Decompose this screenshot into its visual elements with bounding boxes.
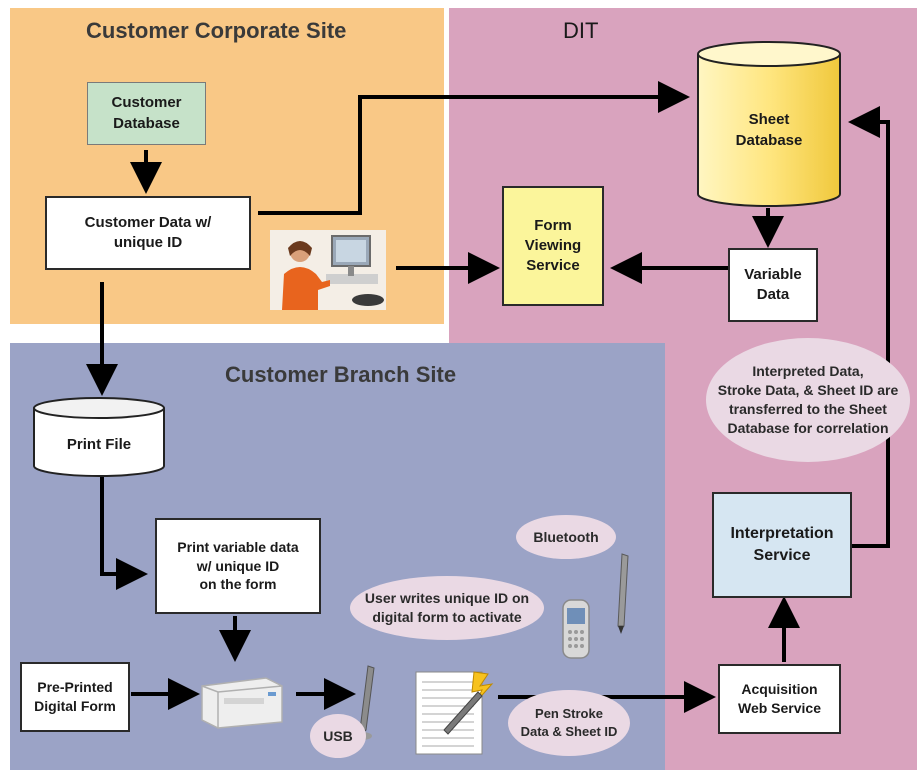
printer-image xyxy=(196,664,286,730)
person-at-computer-image xyxy=(270,230,386,310)
branch-site-title: Customer Branch Site xyxy=(225,362,457,387)
customer-data-box: Customer Data w/ unique ID xyxy=(45,196,251,270)
digital-form-image xyxy=(414,668,496,756)
variable-data-box: Variable Data xyxy=(728,248,818,322)
sheet-database-label: Sheet Database xyxy=(735,111,803,149)
corporate-site-title: Customer Corporate Site xyxy=(86,18,347,43)
acquisition-web-service-box: Acquisition Web Service xyxy=(718,664,841,734)
sheet-database-cylinder xyxy=(696,40,842,208)
arrow-customerdata-to-sheetdb xyxy=(258,81,690,215)
dit-title: DIT xyxy=(563,18,599,43)
interpreted-data-note: Interpreted Data, Stroke Data, & Sheet I… xyxy=(706,338,910,462)
print-variable-data-box: Print variable data w/ unique ID on the … xyxy=(155,518,321,614)
print-file-label: Print File xyxy=(66,435,132,453)
interpretation-service-box: Interpretation Service xyxy=(712,492,852,598)
arrow-interpretation-to-sheetdb xyxy=(848,106,890,548)
mobile-phone-image xyxy=(560,598,592,660)
usb-note: USB xyxy=(310,714,366,758)
pre-printed-digital-form-box: Pre-Printed Digital Form xyxy=(20,662,130,732)
form-viewing-service-box: Form Viewing Service xyxy=(502,186,604,306)
pen-stroke-note: Pen Stroke Data & Sheet ID xyxy=(508,690,630,756)
user-writes-note: User writes unique ID on digital form to… xyxy=(350,576,544,640)
bluetooth-note: Bluetooth xyxy=(516,515,616,559)
print-file-cylinder xyxy=(32,396,166,478)
bluetooth-pen-image xyxy=(610,552,632,636)
customer-database-box: Customer Database xyxy=(87,82,206,145)
arrow-printfile-to-printvariable xyxy=(100,472,148,590)
